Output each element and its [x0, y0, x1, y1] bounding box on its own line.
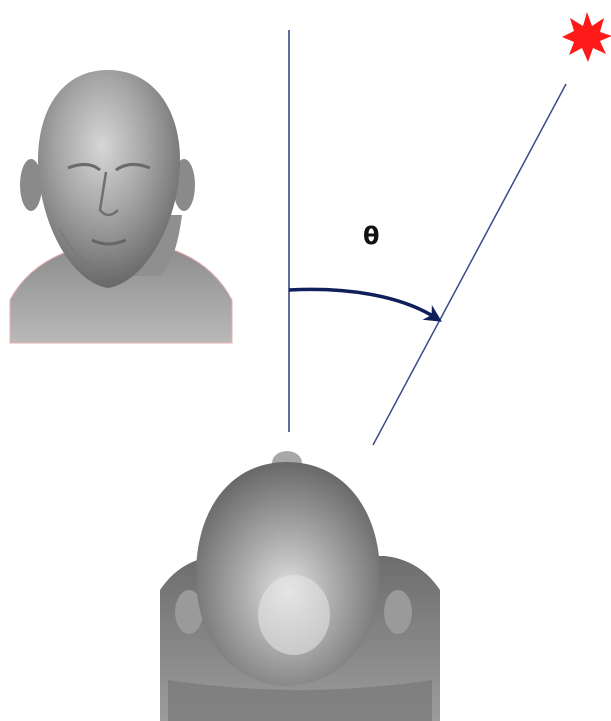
top-view-head-3d-render-icon [160, 451, 440, 721]
angle-arc-arrow [289, 289, 436, 318]
angle-label: θ [363, 222, 380, 250]
red-starburst-icon [562, 12, 611, 62]
frontal-head-3d-render-icon [10, 70, 232, 343]
source-direction-line [373, 84, 566, 445]
